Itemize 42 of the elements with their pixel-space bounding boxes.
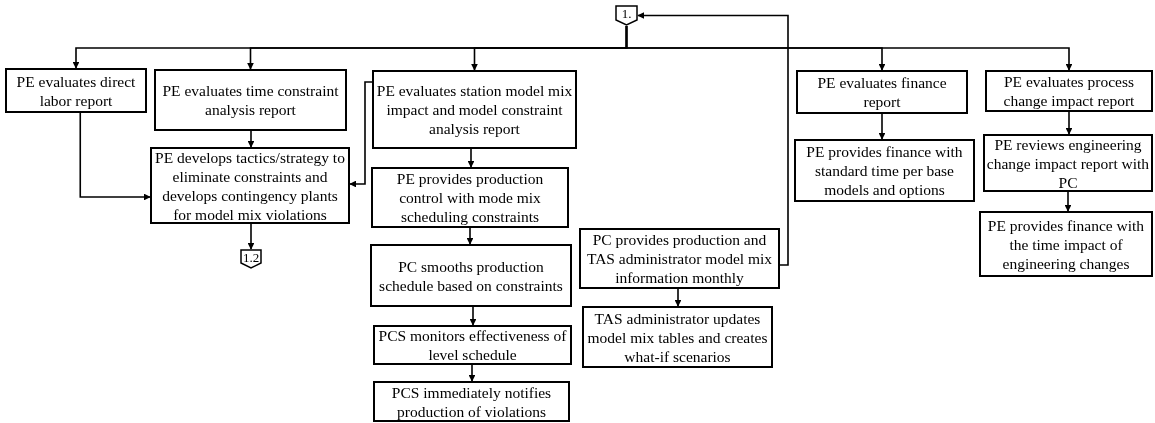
arrow bbox=[467, 148, 475, 168]
off-page-connector bbox=[615, 5, 638, 26]
process-box bbox=[985, 70, 1153, 112]
arrow bbox=[349, 81, 373, 188]
process-box bbox=[371, 167, 569, 228]
arrow bbox=[1064, 191, 1072, 212]
node-text: PE evaluates time constraint analysis report bbox=[161, 81, 340, 119]
node-text: PCS monitors effectiveness of level schedule bbox=[377, 326, 568, 364]
node-text: PE reviews engineering change impact report with PC bbox=[986, 134, 1150, 192]
arrow bbox=[878, 113, 886, 140]
node-text: PC provides production and TAS administrator model mix information monthly bbox=[585, 230, 774, 287]
node-text: 1.2 bbox=[242, 250, 260, 265]
process-box bbox=[372, 70, 577, 149]
node-text: PCS immediately notifies production of violations bbox=[390, 382, 553, 421]
process-box bbox=[794, 139, 975, 202]
arrow bbox=[468, 364, 476, 382]
node-text: PE evaluates station model mix impact and model constraint analysis report bbox=[375, 81, 574, 138]
arrow bbox=[625, 25, 1073, 71]
arrow bbox=[79, 112, 151, 201]
arrow bbox=[466, 227, 474, 245]
node-text: PE evaluates direct labor report bbox=[15, 71, 137, 110]
arrow bbox=[637, 12, 789, 266]
node-text: PC smooths production schedule based on constraints bbox=[378, 256, 564, 295]
node-text: 1. bbox=[621, 6, 632, 21]
arrow bbox=[247, 130, 255, 148]
process-box bbox=[796, 70, 968, 114]
node-text: PE develops tactics/strategy to eliminate constraints and develops contingency plants for model mix violations bbox=[154, 147, 346, 224]
node-text: PE evaluates process change impact report bbox=[1002, 72, 1136, 110]
arrow bbox=[1065, 111, 1073, 135]
process-box bbox=[979, 211, 1153, 277]
arrow bbox=[674, 288, 682, 307]
node-text: TAS administrator updates model mix tables and creates what-if scenarios bbox=[586, 308, 769, 366]
node-text: PE provides production control with mode mix scheduling constraints bbox=[395, 169, 545, 226]
process-box bbox=[154, 69, 347, 131]
arrow bbox=[469, 306, 477, 326]
node-text: PE evaluates finance report bbox=[816, 73, 948, 111]
node-text: PE provides finance with standard time per base models and options bbox=[805, 142, 964, 199]
process-box bbox=[373, 381, 570, 422]
process-box bbox=[370, 244, 572, 307]
process-box bbox=[5, 68, 147, 113]
node-text: PE provides finance with the time impact of engineering changes bbox=[986, 215, 1146, 273]
arrow bbox=[247, 223, 255, 250]
